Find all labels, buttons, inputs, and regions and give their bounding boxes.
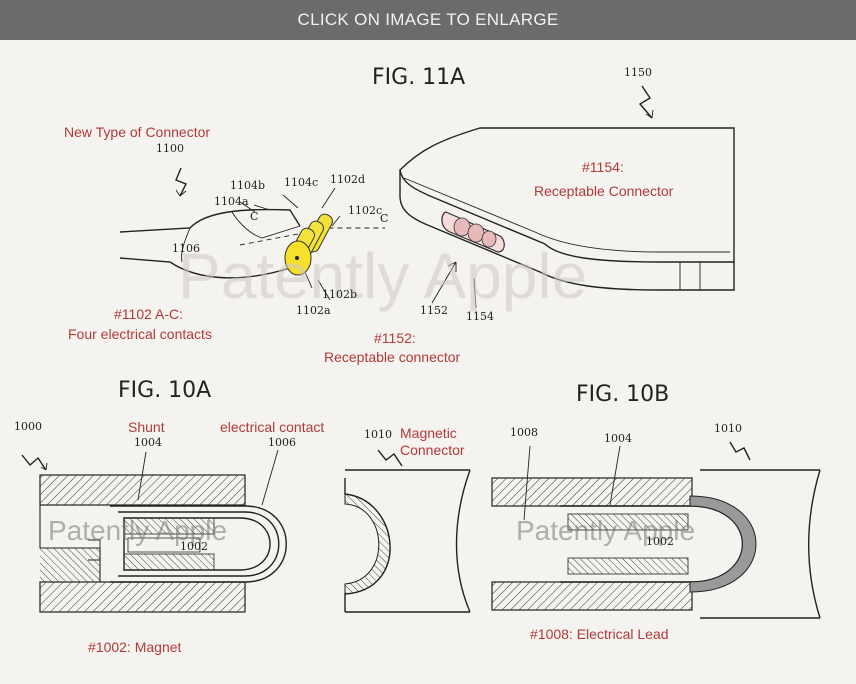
enlarge-banner[interactable]: CLICK ON IMAGE TO ENLARGE [0,0,856,40]
banner-text: CLICK ON IMAGE TO ENLARGE [297,10,559,29]
fig10b-section [491,441,821,619]
ref-1152: 1152 [420,304,448,317]
note-electrical-contact: electrical contact [220,419,324,435]
ref-1102c: 1102c [348,204,382,217]
note-magnetic-a: Magnetic [400,425,457,441]
ref-1104c: 1104c [284,176,318,189]
watermark-left: Patently Apple [48,515,227,546]
note-contacts-a: #1102 A-C: [114,306,183,322]
ref-1010-b: 1010 [714,422,742,435]
device-receptacle-drawing [399,85,735,309]
note-contacts-b: Four electrical contacts [68,326,212,342]
watermark-main: Patently Apple [178,240,587,312]
ref-1102b: 1102b [322,288,357,301]
ref-1150: 1150 [624,66,652,79]
ref-1006: 1006 [268,436,296,449]
plug-connector-drawing [119,167,385,301]
ref-1154: 1154 [466,310,494,323]
electrical-contacts [284,213,333,276]
magnetic-connector-section [344,449,471,613]
note-magnetic-b: Connector [400,442,465,458]
patent-drawing: FIG. 11A FIG. 10A FIG. 10B [14,65,821,655]
note-1154-b: Receptable Connector [534,183,674,199]
note-1154-a: #1154: [582,159,624,175]
note-shunt: Shunt [128,419,165,435]
fig10a-title: FIG. 10A [118,378,211,403]
ref-1004-a: 1004 [134,436,162,449]
fig10a-section [21,449,287,613]
note-new-connector: New Type of Connector [64,124,210,140]
ref-1104b: 1104b [230,179,265,192]
patent-figure-image[interactable]: FIG. 11A FIG. 10A FIG. 10B [0,40,856,679]
note-1152-b: Receptable connector [324,349,461,365]
ref-1104a: 1104a [214,195,249,208]
watermark-right: Patently Apple [516,515,695,546]
ref-1102d: 1102d [330,173,365,186]
receptacle-port [441,211,505,253]
ref-1008: 1008 [510,426,538,439]
note-lead: #1008: Electrical Lead [530,626,669,642]
ref-1010-a: 1010 [364,428,392,441]
ref-1000: 1000 [14,420,42,433]
fig11a-title: FIG. 11A [372,65,465,90]
ref-c-left: C [250,210,258,223]
fig10b-title: FIG. 10B [576,382,669,407]
ref-1102a: 1102a [296,304,331,317]
note-1152-a: #1152: [374,330,416,346]
note-magnet: #1002: Magnet [88,639,182,655]
ref-1002-b: 1002 [646,535,674,548]
ref-1106: 1106 [172,242,200,255]
ref-c-right: C [380,212,388,225]
ref-1004-b: 1004 [604,432,632,445]
ref-1002-a: 1002 [180,540,208,553]
ref-1100: 1100 [156,142,184,155]
